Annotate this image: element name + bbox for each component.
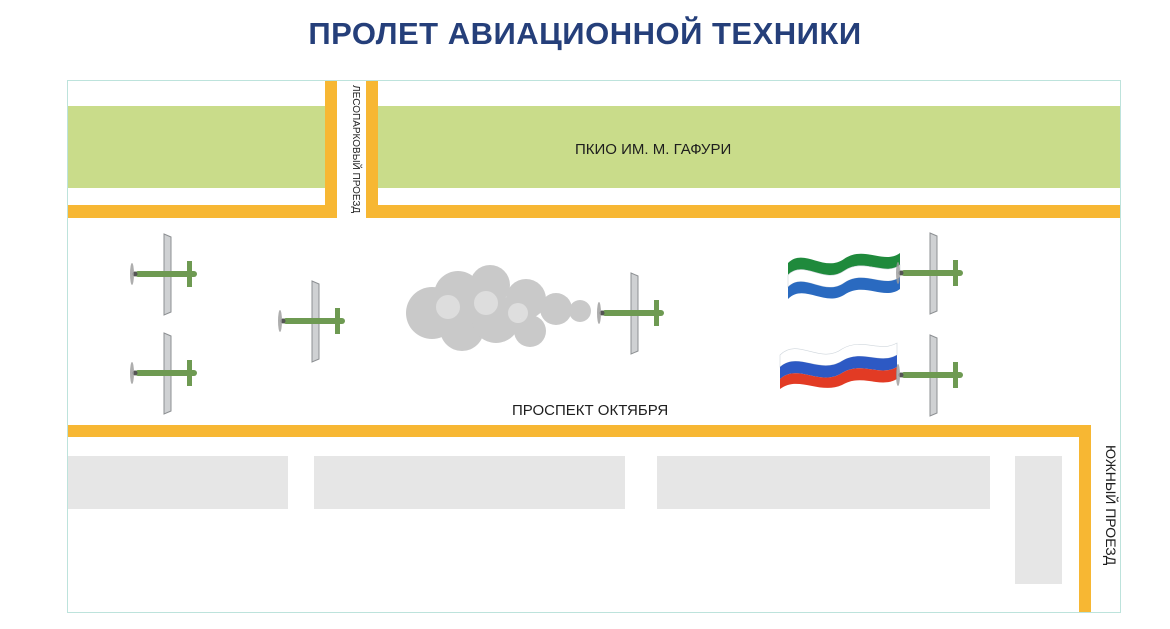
airplane-icon [130, 233, 197, 316]
road-lesoparkovy-west [325, 81, 337, 218]
airplane-icon [130, 332, 197, 415]
road-north-left [68, 205, 337, 218]
airplane-icon [278, 280, 345, 363]
smoke-cloud-icon [406, 265, 591, 351]
park-area-right [378, 106, 1120, 188]
building-block [68, 456, 288, 509]
road-yuzhny [1079, 425, 1091, 612]
airplane-icon [896, 232, 963, 315]
route-map: ПКИО ИМ. М. ГАФУРИ ПРОСПЕКТ ОКТЯБРЯ ЛЕСО… [67, 80, 1121, 613]
road-prospekt-oktyabrya [68, 425, 1091, 437]
road-north-right [366, 205, 1120, 218]
yuzhny-label: ЮЖНЫЙ ПРОЕЗД [1103, 445, 1119, 566]
avenue-label: ПРОСПЕКТ ОКТЯБРЯ [512, 402, 669, 419]
page-title: ПРОЛЕТ АВИАЦИОННОЙ ТЕХНИКИ [308, 16, 862, 51]
building-block [657, 456, 990, 509]
airplane-icon [896, 334, 963, 417]
building-block [1015, 456, 1062, 584]
park-area-left [68, 106, 326, 188]
road-lesoparkovy-east [366, 81, 378, 218]
lesoparkovy-label: ЛЕСОПАРКОВЫЙ ПРОЕЗД [350, 85, 361, 214]
park-label: ПКИО ИМ. М. ГАФУРИ [575, 141, 732, 158]
airplane-icon [597, 272, 664, 355]
building-block [314, 456, 625, 509]
russia-flag-icon [779, 342, 898, 389]
bashkortostan-flag-icon [787, 253, 901, 299]
